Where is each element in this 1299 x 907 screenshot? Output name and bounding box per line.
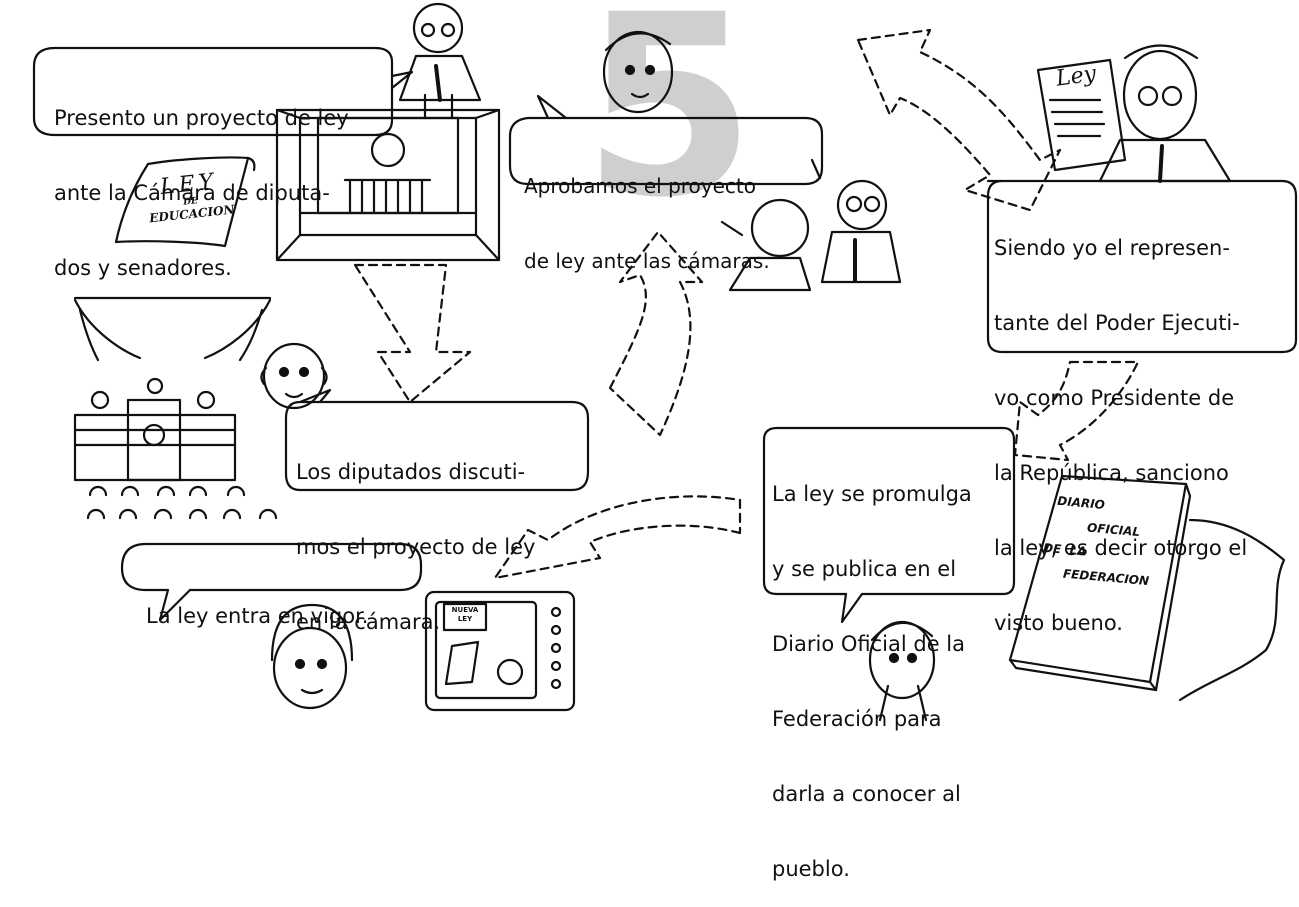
law-document-drawing (1036, 58, 1127, 172)
arrow-approve-to-president (856, 28, 1062, 212)
bubble-president-line-1: Siendo yo el represen- (994, 236, 1230, 260)
bubble-present-line-1: Presento un proyecto de ley (54, 106, 349, 130)
bubble-vigor-text: La ley entra en vigor. (146, 554, 368, 654)
step-number: 5 (582, 0, 756, 252)
arrow-president-to-promulgate (1013, 360, 1140, 462)
girl-character (270, 603, 354, 710)
illustration-layer (32, 2, 1298, 722)
arrow-promulgate-to-vigor (493, 495, 742, 580)
bubble-president-line-3: vo como Presidente de (994, 386, 1235, 410)
bubble-promulgate-line-6: pueblo. (772, 857, 850, 881)
diario-oficial-book-drawing (1008, 474, 1286, 702)
bubble-president-line-2: tante del Poder Ejecuti- (994, 311, 1240, 335)
boy-bottom-character (868, 620, 936, 722)
bubble-present-text: Presento un proyecto de ley ante la Cáma… (54, 56, 349, 306)
bubble-president-line-4: la República, sanciono (994, 461, 1229, 485)
bubble-promulgate-text: La ley se promulga y se publica en el Di… (772, 432, 972, 907)
bubble-president-outline (986, 179, 1298, 354)
bubble-president-line-6: visto bueno. (994, 611, 1123, 635)
bubble-promulgate-line-3: Diario Oficial de la (772, 632, 966, 656)
bubble-present-line-2: ante la Cámara de diputa- (54, 181, 330, 205)
bubble-vigor-line-1: La ley entra en vigor. (146, 604, 369, 628)
bubble-approve-outline (508, 94, 824, 186)
bubble-promulgate-line-2: y se publica en el (772, 557, 957, 581)
bubble-promulgate-line-5: darla a conocer al (772, 782, 961, 806)
approving-men-character (720, 158, 902, 292)
law-scroll-drawing (114, 156, 256, 248)
deputies-scene-drawing (73, 296, 278, 520)
bubble-promulgate-line-1: La ley se promulga (772, 482, 972, 506)
president-character (1036, 44, 1232, 183)
bubble-promulgate-outline (762, 426, 1016, 624)
bubble-present-outline (32, 46, 414, 137)
bubble-president-text: Siendo yo el represen- tante del Poder E… (994, 186, 1247, 661)
bubble-approve-line-1: Aprobamos el proyecto (524, 174, 756, 198)
tv-sign-word-nueva: NUEVA (451, 606, 479, 614)
bubble-discuss-line-2: mos el proyecto de ley (296, 535, 536, 559)
bubble-vigor-outline (120, 542, 423, 622)
boy-top-character (602, 30, 674, 114)
rostrum-drawing (275, 93, 501, 262)
flow-arrows (353, 28, 1140, 580)
tv-sign-text: NUEVA LEY (447, 606, 483, 624)
bubble-approve-line-2: de ley ante las cámaras. (524, 249, 770, 273)
arrow-discuss-to-approve (608, 230, 704, 437)
bubble-discuss-outline (284, 388, 590, 492)
deputy-speaker-character (260, 342, 328, 410)
bubble-promulgate-line-4: Federación para (772, 707, 942, 731)
bubble-discuss-line-3: en la cámara. (296, 610, 441, 634)
bubble-approve-text: Aprobamos el proyecto de ley ante las cá… (524, 124, 770, 299)
bubble-present-line-3: dos y senadores. (54, 256, 232, 280)
arrow-present-to-discuss (353, 263, 472, 404)
television-drawing (424, 590, 576, 712)
speaker-character (398, 2, 482, 102)
bubble-discuss-text: Los diputados discuti- mos el proyecto d… (296, 410, 535, 660)
bubble-discuss-line-1: Los diputados discuti- (296, 460, 526, 484)
tv-sign-word-ley: LEY (457, 615, 473, 623)
bubble-president-line-5: la ley, es decir otorgo el (994, 536, 1248, 560)
